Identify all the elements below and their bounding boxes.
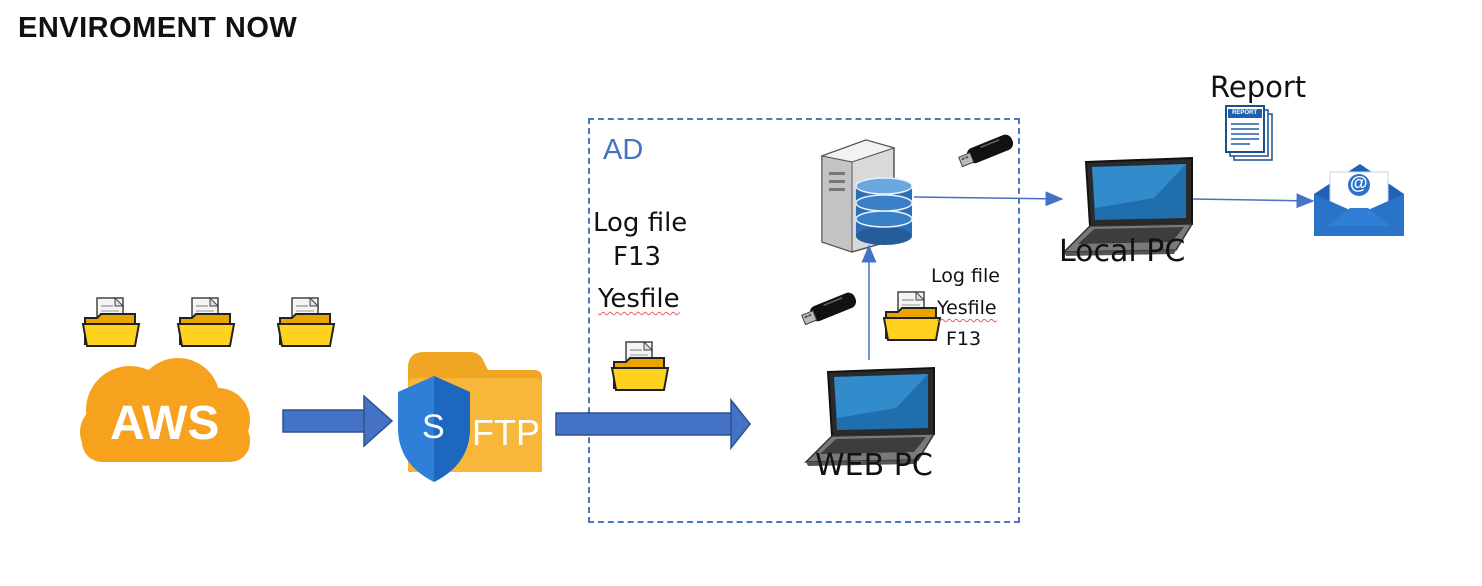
report-label: Report [1210, 70, 1307, 104]
ad-label: AD [603, 134, 644, 166]
aws-cloud-icon [80, 358, 250, 462]
web-note-yesfile: Yesfile [937, 297, 997, 319]
files-folder-icon [177, 297, 235, 347]
local-pc-label: Local PC [1059, 234, 1186, 269]
ad-note-f13: F13 [613, 242, 662, 272]
arrow-local-pc-to-email [1192, 193, 1315, 209]
files-folder-icon [883, 291, 941, 341]
big-arrow-sftp-to-web-pc [555, 397, 751, 451]
usb-stick-icon [956, 131, 1016, 170]
report-doc-text: REPORT [1232, 110, 1258, 116]
web-note-f13: F13 [946, 328, 982, 350]
files-folder-icon [82, 297, 140, 347]
sftp-label: FTP [472, 412, 540, 453]
database-icon [855, 177, 913, 245]
usb-stick-icon [799, 289, 859, 328]
web-note-log-file: Log file [931, 265, 1000, 287]
aws-label: AWS [110, 397, 220, 450]
diagram-title: ENVIROMENT NOW [18, 12, 298, 44]
shield-icon [398, 376, 470, 482]
ad-note-yesfile: Yesfile [598, 284, 680, 314]
email-at-symbol: @ [1350, 173, 1368, 193]
ad-boundary [588, 118, 1020, 523]
report-document-icon [1225, 105, 1273, 161]
sftp-shield-letter: S [422, 408, 445, 446]
big-arrow-aws-to-sftp [282, 394, 394, 448]
files-folder-icon [611, 341, 669, 391]
email-envelope-icon [1314, 164, 1404, 236]
web-pc-label: WEB PC [815, 448, 933, 483]
arrow-server-to-local-pc [913, 191, 1064, 207]
ad-note-log-file: Log file [593, 208, 688, 238]
files-folder-icon [277, 297, 335, 347]
